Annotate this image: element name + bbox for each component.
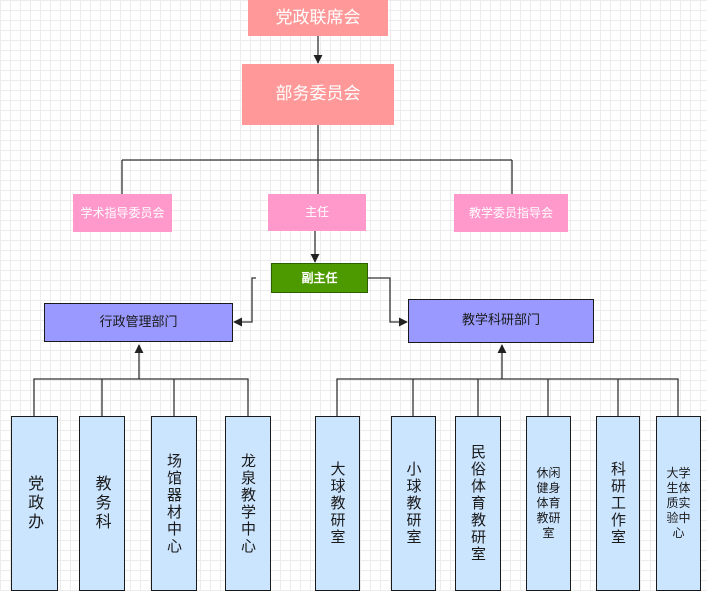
committee-label: 部务委员会 (275, 84, 361, 105)
committee-node: 部务委员会 (242, 64, 394, 125)
research-studio-label: 科研工作室 (609, 461, 627, 546)
folk-sports-label: 民俗体育教研室 (469, 444, 487, 563)
teaching-dept-label: 教学科研部门 (461, 313, 540, 329)
admin-dept-node: 行政管理部门 (44, 303, 233, 342)
edge-teaching-bar (336, 378, 679, 416)
leisure-fitness-label: 休闲 健身 体育 教研 室 (536, 466, 560, 541)
small-ball-label: 小球教研室 (404, 461, 423, 546)
venue-center-node: 场馆器材中心 (151, 416, 197, 591)
research-studio-node: 科研工作室 (596, 416, 640, 591)
longquan-center-label: 龙泉教学中心 (239, 452, 257, 555)
party-joint-meeting-node: 党政联席会 (248, 0, 388, 36)
longquan-center-node: 龙泉教学中心 (225, 416, 271, 591)
big-ball-node: 大球教研室 (315, 416, 360, 591)
fitness-lab-line: 质实 (666, 496, 691, 510)
admin-dept-label: 行政管理部门 (99, 314, 178, 330)
leisure-fitness-line: 体育 (536, 496, 561, 510)
venue-center-label: 场馆器材中心 (165, 452, 183, 555)
deputy-director-node: 副主任 (271, 263, 368, 293)
small-ball-node: 小球教研室 (391, 416, 436, 591)
director-label: 主任 (304, 205, 329, 220)
academic-committee-node: 学术指导委员会 (73, 194, 172, 232)
academic-committee-label: 学术指导委员会 (80, 205, 165, 220)
leisure-fitness-line: 健身 (536, 481, 561, 495)
edge-deputy-teaching (368, 277, 408, 327)
fitness-lab-line: 验中 (666, 511, 691, 525)
leisure-fitness-line: 教研 (536, 511, 561, 525)
leisure-fitness-node: 休闲 健身 体育 教研 室 (526, 416, 571, 591)
academic-affairs-node: 教务科 (79, 416, 125, 591)
fitness-lab-line: 生体 (666, 481, 691, 495)
party-office-node: 党政办 (11, 416, 58, 591)
teaching-dept-node: 教学科研部门 (408, 299, 594, 343)
edge-admin-bar (33, 378, 249, 416)
party-office-label: 党政办 (25, 475, 45, 532)
fitness-lab-label: 大学 生体 质实 验中 心 (666, 466, 690, 541)
fitness-lab-line: 大学 (666, 466, 691, 480)
folk-sports-node: 民俗体育教研室 (455, 416, 501, 591)
leisure-fitness-line: 室 (542, 526, 555, 540)
party-joint-meeting-label: 党政联席会 (275, 7, 361, 28)
deputy-director-label: 副主任 (301, 270, 338, 285)
fitness-lab-node: 大学 生体 质实 验中 心 (656, 416, 701, 591)
teaching-committee-label: 教学委员指导会 (468, 205, 553, 220)
fitness-lab-line: 心 (672, 526, 685, 540)
director-node: 主任 (268, 194, 366, 231)
teaching-committee-node: 教学委员指导会 (454, 194, 568, 232)
big-ball-label: 大球教研室 (328, 461, 347, 546)
academic-affairs-label: 教务科 (92, 475, 112, 532)
leisure-fitness-line: 休闲 (536, 466, 561, 480)
edge-deputy-admin (233, 277, 256, 327)
